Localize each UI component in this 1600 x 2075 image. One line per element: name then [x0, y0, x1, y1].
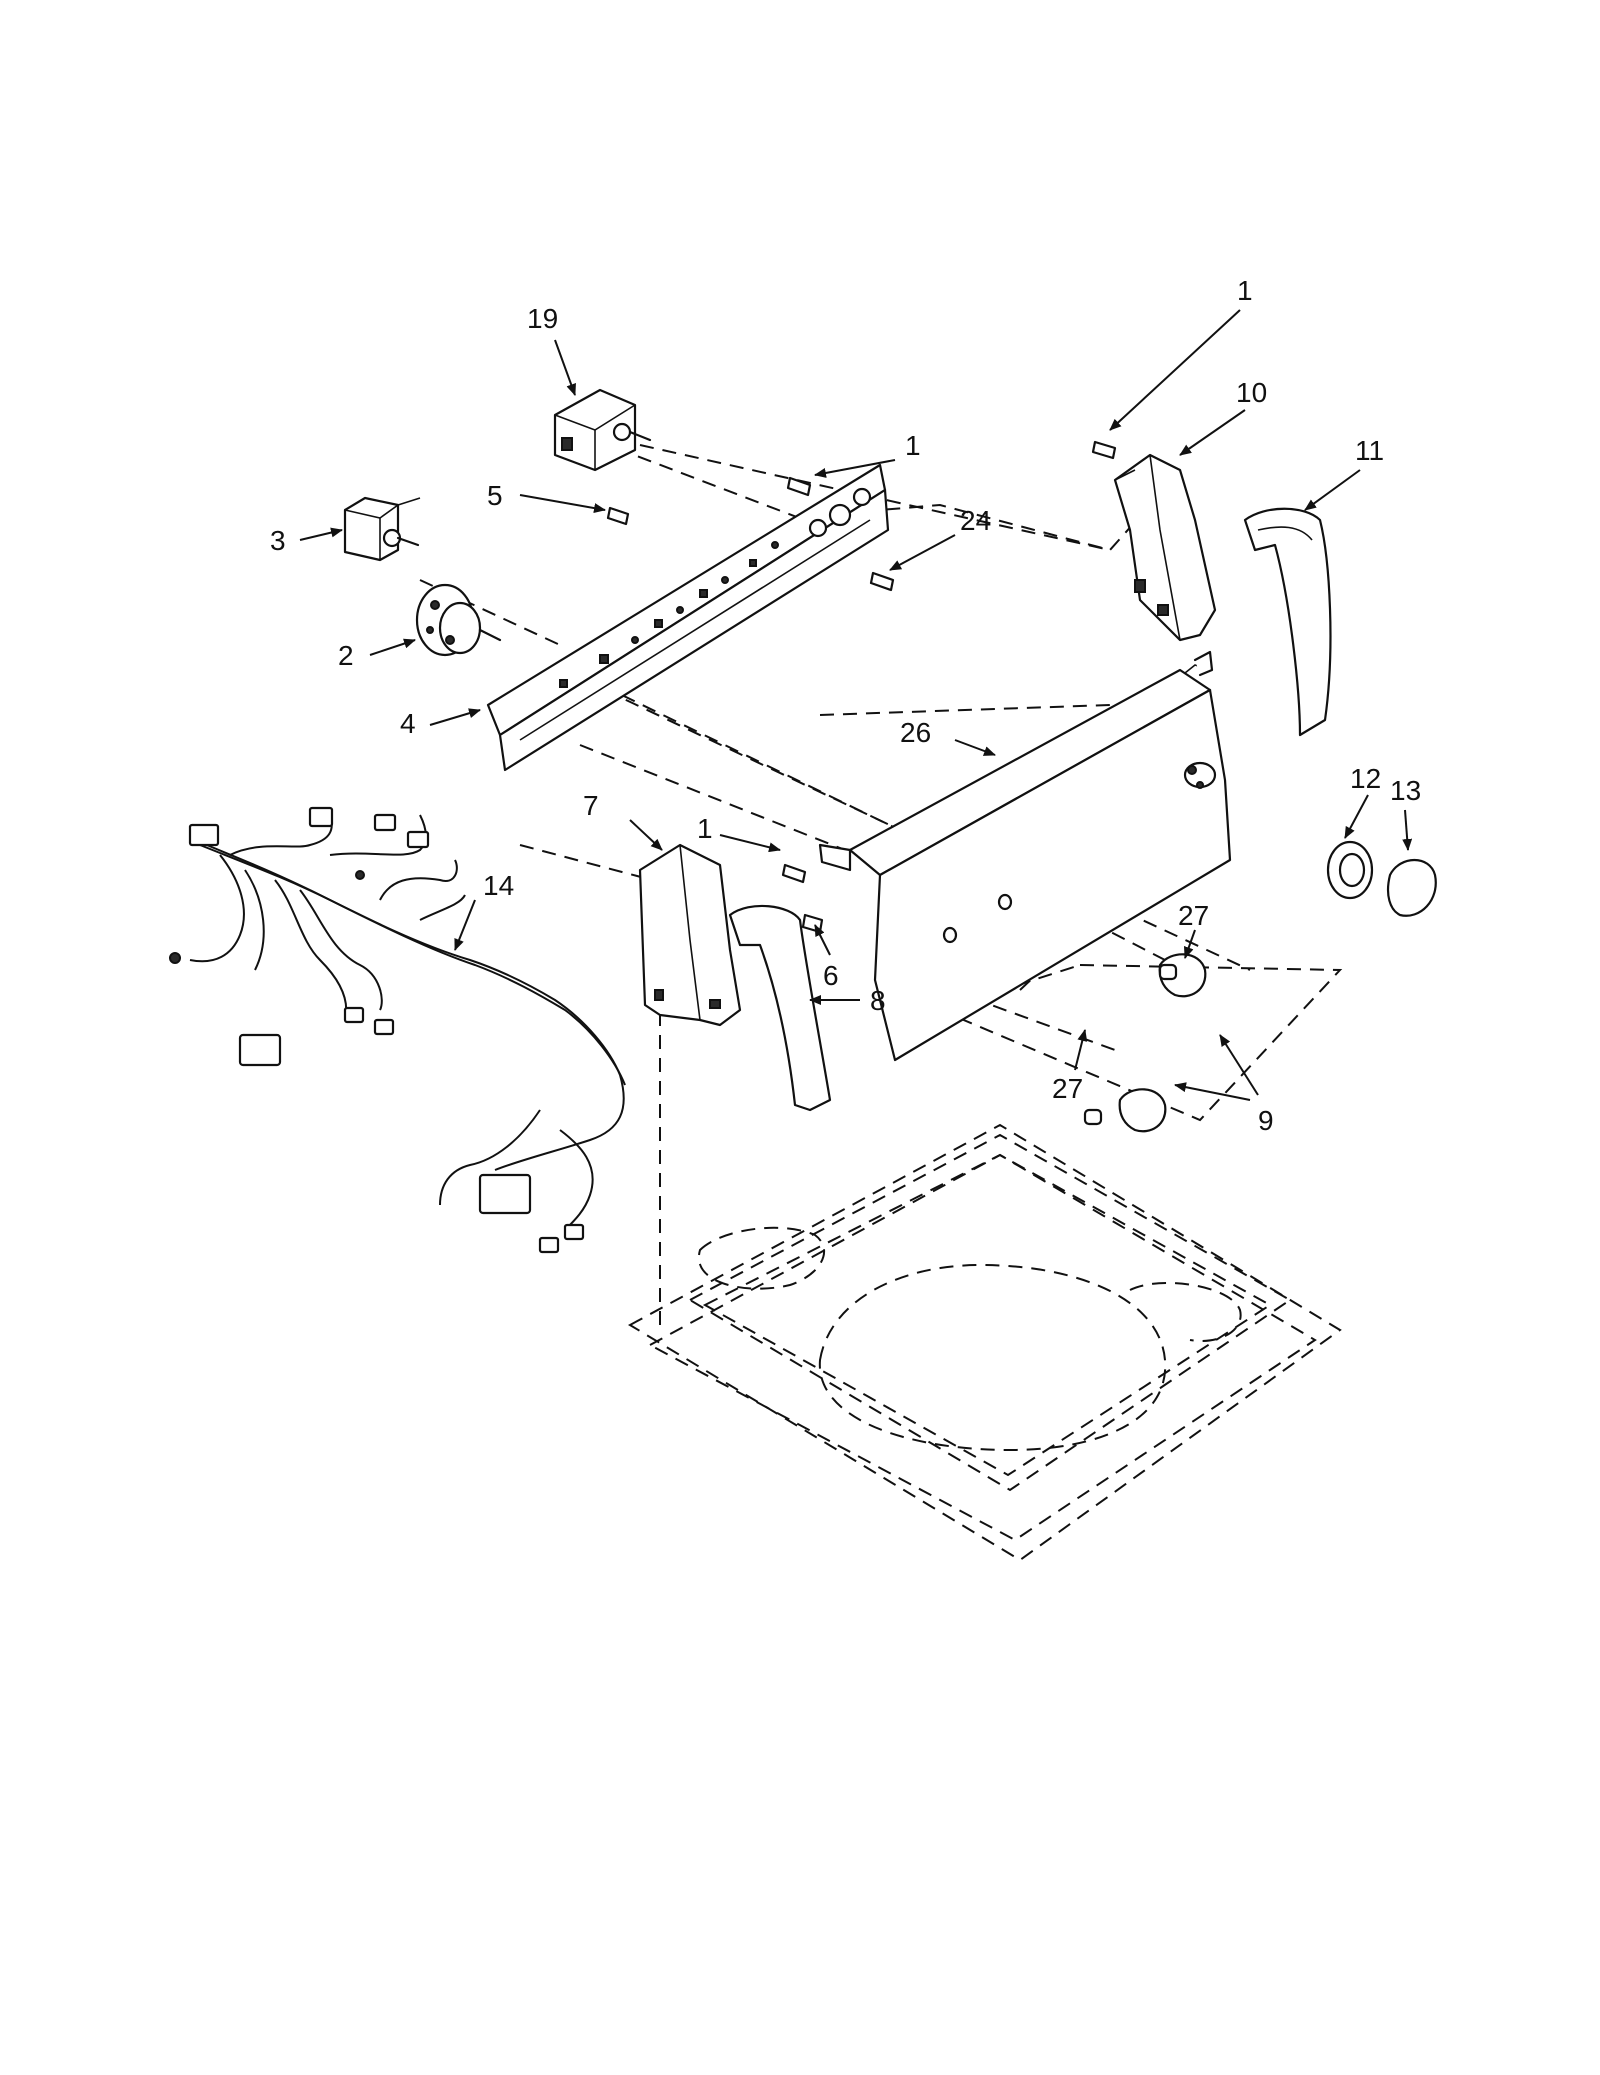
- callout-11: 11: [1355, 435, 1384, 466]
- wiring-harness: [169, 806, 626, 1254]
- rotary-switch: [343, 496, 421, 562]
- callout-10: 10: [1236, 377, 1267, 408]
- callout-5: 5: [487, 480, 503, 511]
- callout-14: 14: [483, 870, 514, 901]
- screws: [606, 440, 1117, 934]
- callout-8: 8: [870, 985, 886, 1016]
- callout-labels: 19 1 10 1 11 5 24 3 2 4 26 12 13 7 1 14 …: [270, 275, 1421, 1136]
- callout-3: 3: [270, 525, 286, 556]
- callout-6: 6: [823, 960, 839, 991]
- left-end-cap: [638, 843, 742, 1027]
- right-trim: [1243, 507, 1332, 737]
- callout-26: 26: [900, 717, 931, 748]
- cabinet-top-outline: [627, 1123, 1342, 1562]
- callout-2: 2: [338, 640, 354, 671]
- callout-1-left: 1: [697, 813, 713, 844]
- callout-7: 7: [583, 790, 599, 821]
- callout-27-lower: 27: [1052, 1073, 1083, 1104]
- callout-1-top-right: 1: [1237, 275, 1253, 306]
- console-panel: [818, 650, 1232, 1062]
- callout-1-center: 1: [905, 430, 921, 461]
- timer-selector: [415, 583, 502, 657]
- callout-19: 19: [527, 303, 558, 334]
- selector-knobs: [1083, 953, 1207, 1133]
- callout-27-upper: 27: [1178, 900, 1209, 931]
- callout-24: 24: [960, 505, 991, 536]
- callout-9: 9: [1258, 1105, 1274, 1136]
- switch-assembly: [553, 388, 652, 472]
- left-trim: [728, 904, 832, 1112]
- knob-assembly: [1326, 840, 1437, 917]
- callout-leaders: [299, 309, 1413, 1101]
- callout-12: 12: [1350, 763, 1381, 794]
- right-end-cap: [1113, 453, 1217, 642]
- control-bracket: [486, 463, 890, 772]
- callout-4: 4: [400, 708, 416, 739]
- callout-13: 13: [1390, 775, 1421, 806]
